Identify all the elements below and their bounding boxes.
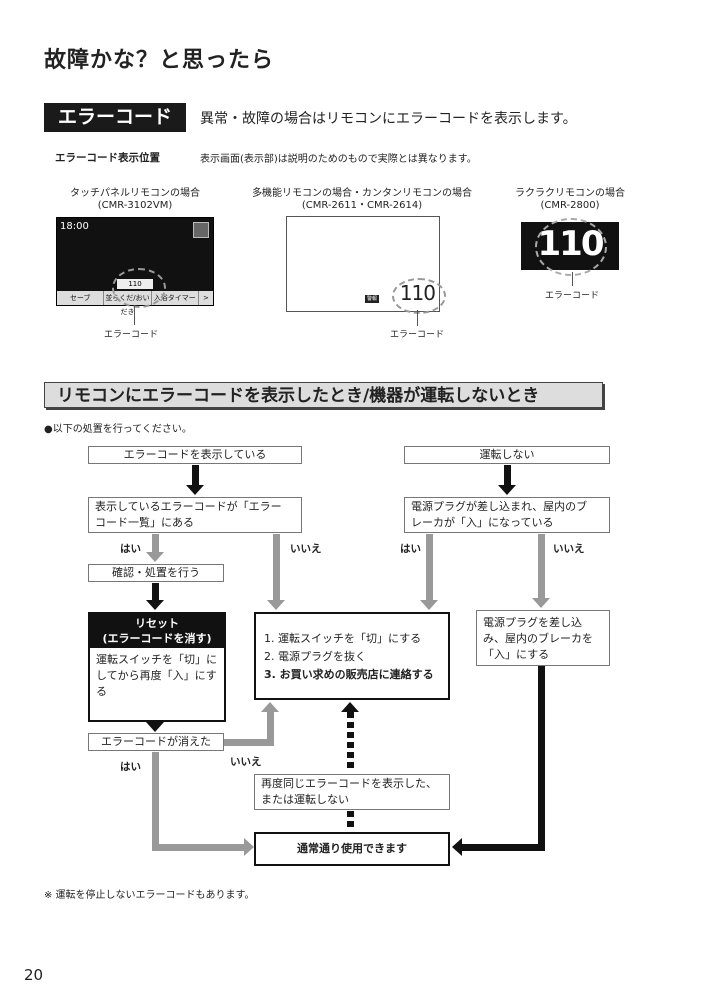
arrow-shaft bbox=[224, 739, 274, 746]
arrow-shaft bbox=[426, 534, 433, 600]
remote3-caption: ラクラクリモコンの場合 (CMR-2800) bbox=[515, 188, 625, 211]
label-no: いいえ bbox=[553, 543, 585, 555]
remote2-caption: 多機能リモコンの場合・カンタンリモコンの場合 (CMR-2611・CMR-261… bbox=[252, 188, 472, 211]
display-location-label: エラーコード表示位置 bbox=[55, 152, 160, 164]
arrow-shaft bbox=[462, 844, 545, 851]
flow-question-right: 電源プラグが差し込まれ、屋内のブ レーカが「入」になっている bbox=[404, 497, 610, 533]
section-heading: リモコンにエラーコードを表示したとき/機器が運転しないとき bbox=[44, 382, 603, 408]
remote2-highlight bbox=[392, 278, 446, 314]
remote3-leader-line bbox=[572, 272, 573, 286]
remote1-menu-icon bbox=[193, 222, 209, 238]
arrow-shaft bbox=[504, 465, 511, 485]
arrow-head bbox=[146, 600, 164, 610]
remote1-leader-line bbox=[134, 305, 135, 325]
error-code-description: 異常・故障の場合はリモコンにエラーコードを表示します。 bbox=[200, 111, 577, 127]
remote1-highlight bbox=[112, 268, 166, 308]
flow-start-right: 運転しない bbox=[404, 446, 610, 464]
display-location-note: 表示画面(表示部)は説明のためのもので実際とは異なります。 bbox=[200, 154, 477, 165]
arrow-head bbox=[532, 598, 550, 608]
arrow-shaft bbox=[152, 844, 244, 851]
step-3: 3. お買い求めの販売店に連絡する bbox=[264, 668, 434, 681]
remote3-highlight bbox=[535, 218, 607, 276]
remote1-caption: タッチパネルリモコンの場合 (CMR-3102VM) bbox=[70, 188, 200, 211]
arrow-head bbox=[420, 600, 438, 610]
flow-steps: 1. 運転スイッチを「切」にする 2. 電源プラグを抜く 3. お買い求めの販売… bbox=[254, 612, 450, 700]
arrow-shaft bbox=[267, 712, 274, 746]
reset-body: 運転スイッチを「切」にしてから再度「入」にする bbox=[96, 653, 217, 698]
dashed-arrow-shaft bbox=[347, 712, 354, 772]
label-yes: はい bbox=[120, 543, 141, 555]
arrow-head bbox=[146, 552, 164, 562]
flow-plug-in: 電源プラグを差し込み、屋内のブレーカを「入」にする bbox=[476, 610, 610, 666]
flow-confirm: 確認・処置を行う bbox=[88, 564, 224, 582]
arrow-head bbox=[498, 485, 516, 495]
flow-normal: 通常通り使用できます bbox=[254, 832, 450, 866]
instruction-bullet: ●以下の処置を行ってください。 bbox=[44, 424, 192, 435]
remote2-status: 警報 bbox=[365, 295, 379, 303]
arrow-head bbox=[452, 838, 462, 856]
remote1-label: エラーコード bbox=[104, 330, 159, 340]
error-code-badge: エラーコード bbox=[44, 103, 186, 132]
arrow-head bbox=[267, 600, 285, 610]
flow-question-left: 表示しているエラーコードが「エラー コード一覧」にある bbox=[88, 497, 302, 533]
flow-cleared: エラーコードが消えた bbox=[88, 733, 224, 751]
page-title: 故障かな？と思ったら bbox=[44, 48, 275, 73]
arrow-shaft bbox=[152, 752, 159, 850]
arrow-head bbox=[244, 838, 254, 856]
remote2-leader-line bbox=[417, 310, 418, 326]
remote1-button: > bbox=[197, 291, 213, 305]
flow-reset: リセット (エラーコードを消す) 運転スイッチを「切」にしてから再度「入」にする bbox=[88, 612, 226, 722]
label-yes: はい bbox=[120, 761, 141, 773]
footnote: ※ 運転を停止しないエラーコードもあります。 bbox=[44, 890, 255, 901]
remote3-label: エラーコード bbox=[545, 291, 600, 301]
arrow-shaft bbox=[192, 465, 199, 485]
dashed-arrow-shaft bbox=[347, 811, 354, 831]
arrow-shaft bbox=[538, 534, 545, 598]
step-2: 2. 電源プラグを抜く bbox=[264, 650, 366, 663]
arrow-head bbox=[341, 702, 359, 712]
page-number: 20 bbox=[24, 966, 44, 984]
arrow-shaft bbox=[152, 583, 159, 601]
label-no: いいえ bbox=[230, 756, 262, 768]
flow-start-left: エラーコードを表示している bbox=[88, 446, 302, 464]
step-1: 1. 運転スイッチを「切」にする bbox=[264, 632, 422, 645]
arrow-head bbox=[146, 722, 164, 732]
flow-again: 再度同じエラーコードを表示した、 または運転しない bbox=[254, 774, 450, 810]
remote1-button: セーブ bbox=[69, 294, 91, 302]
reset-heading: リセット (エラーコードを消す) bbox=[90, 614, 224, 648]
arrow-shaft bbox=[152, 534, 159, 552]
touch-panel-remote: 18:00 110 セーブ 並らくだ/おいだき 入浴タイマー > bbox=[56, 217, 214, 316]
remote1-time: 18:00 bbox=[60, 221, 89, 232]
label-no: いいえ bbox=[290, 543, 322, 555]
label-yes: はい bbox=[400, 543, 421, 555]
arrow-shaft bbox=[273, 534, 280, 600]
arrow-head bbox=[186, 485, 204, 495]
remote2-label: エラーコード bbox=[390, 330, 445, 340]
arrow-shaft bbox=[538, 666, 545, 850]
arrow-head bbox=[261, 702, 279, 712]
